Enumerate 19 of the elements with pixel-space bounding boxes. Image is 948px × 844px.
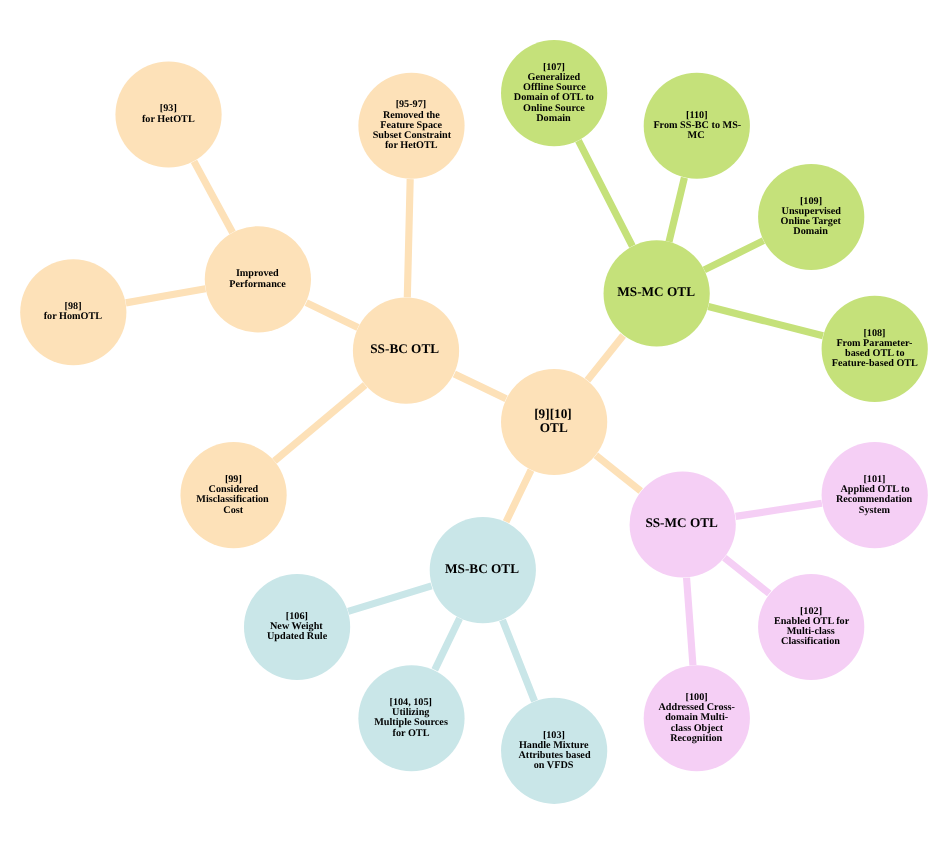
connector <box>190 159 236 235</box>
connector <box>304 299 360 331</box>
connector <box>502 468 535 524</box>
connector <box>735 499 823 520</box>
connector <box>584 333 626 383</box>
connector <box>702 237 766 274</box>
connector <box>452 370 508 403</box>
connector <box>683 577 697 666</box>
connector <box>707 303 824 340</box>
connector <box>347 582 433 615</box>
connector <box>593 452 643 494</box>
connector <box>403 178 414 298</box>
connector <box>499 618 538 703</box>
connector <box>665 176 688 243</box>
connector <box>575 139 636 248</box>
connector <box>722 555 772 597</box>
connector <box>272 382 368 464</box>
connector <box>125 285 207 307</box>
connector <box>431 616 463 672</box>
